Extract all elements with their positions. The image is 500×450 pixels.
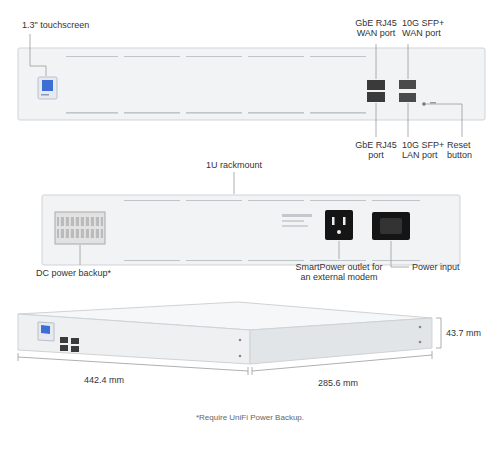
reset-button <box>422 102 426 106</box>
feature-label: DC power backup* <box>36 268 132 278</box>
port-label: GbE RJ45 port <box>352 140 400 161</box>
touchscreen <box>38 77 57 99</box>
rj45-port <box>367 92 385 102</box>
port-label: 10G SFP+ WAN port <box>402 18 452 39</box>
sfp-port <box>399 80 416 89</box>
feature-label: 1U rackmount <box>194 160 274 170</box>
sfp-port <box>399 93 416 102</box>
feature-label: SmartPower outlet for an external modem <box>292 262 386 283</box>
port-label: GbE RJ45 WAN port <box>352 18 400 39</box>
dimension-label: 285.6 mm <box>318 378 374 388</box>
dimension-label: 442.4 mm <box>84 375 140 385</box>
feature-label: 1.3" touchscreen <box>22 20 112 30</box>
footnote-caption: *Require UniFi Power Backup. <box>100 413 400 422</box>
smartpower-outlet <box>325 210 353 240</box>
feature-label: Power input <box>412 262 462 272</box>
leader-lines <box>18 34 462 375</box>
power-inlet <box>372 212 410 240</box>
button-label: Reset button <box>447 140 491 161</box>
dc-terminal-block <box>55 212 105 244</box>
back-panel <box>42 195 460 265</box>
dimension-label: 43.7 mm <box>446 328 494 338</box>
front-panel <box>18 48 485 120</box>
port-label: 10G SFP+ LAN port <box>402 140 450 161</box>
rj45-port <box>367 80 385 90</box>
perspective-view <box>18 302 432 364</box>
